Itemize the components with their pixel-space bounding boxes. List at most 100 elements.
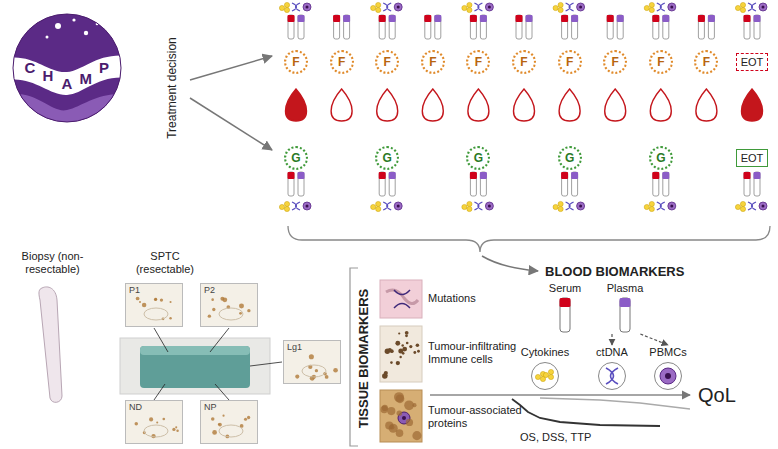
node-label: EOT	[741, 151, 764, 165]
gland-outline	[302, 365, 326, 377]
cell-nucleus	[579, 205, 582, 208]
stain-dot	[247, 416, 250, 419]
cytokine-icon	[558, 206, 563, 211]
tube-cap	[516, 15, 523, 22]
dna-icon	[566, 3, 574, 11]
stain-dot	[172, 428, 175, 431]
tube-body	[560, 298, 570, 332]
tissue-section: NP	[200, 400, 258, 444]
cytokine-icon	[371, 5, 376, 10]
cytokine-icon	[740, 201, 745, 206]
dna-icon	[474, 202, 482, 210]
pointer-arrow	[482, 256, 538, 271]
stain-dot	[295, 375, 299, 379]
tube-body	[754, 172, 760, 196]
immune-cell-dot	[406, 342, 409, 345]
text-label: C	[25, 59, 36, 76]
tube-cap	[560, 298, 571, 307]
tube-cap	[652, 15, 659, 22]
protein-stain	[412, 403, 416, 407]
cell-nucleus	[488, 6, 491, 9]
text-label: A	[62, 75, 73, 92]
stain-dot	[212, 430, 217, 435]
cytokine-icon	[462, 204, 467, 209]
tube-body	[344, 15, 350, 39]
stain-dot	[175, 426, 177, 428]
tube-cap	[389, 15, 396, 22]
dashed-arrow	[611, 334, 612, 345]
tube-cap	[333, 15, 340, 22]
folfirinox-cycle: F	[694, 50, 718, 74]
illustration-part	[0, 55, 140, 95]
tube-body	[480, 15, 486, 39]
tissue-section: P2	[200, 283, 258, 327]
stain-dot	[239, 312, 242, 315]
cytokine-icon	[558, 201, 563, 206]
blood-drop	[696, 89, 717, 121]
text-label: Treatment decision	[165, 37, 179, 139]
node-label: G	[565, 151, 574, 165]
cytokine-icon	[553, 204, 558, 209]
cell-icon	[303, 3, 311, 11]
immune-cell-dot	[382, 373, 387, 378]
tube-body	[379, 15, 385, 39]
gland-outline	[219, 425, 243, 437]
tube-body	[298, 172, 304, 196]
node-label: F	[657, 55, 664, 69]
stain-dot	[212, 308, 215, 311]
tube-body	[298, 15, 304, 39]
stain-dot	[154, 298, 157, 301]
gemcitabine-cycle: G	[466, 146, 490, 170]
node-label: G	[474, 151, 483, 165]
tube-cap	[708, 15, 715, 22]
cell-nucleus	[397, 205, 400, 208]
folfirinox-cycle: F	[284, 50, 308, 74]
blood-drop	[377, 89, 398, 121]
biomarker-icon	[653, 361, 683, 391]
cytokine-icon	[735, 5, 740, 10]
decision-arrow	[190, 56, 272, 80]
tube-body	[663, 172, 669, 196]
stain-dot	[218, 423, 220, 425]
tube-body	[572, 15, 578, 39]
immune-cell-dot	[405, 331, 409, 335]
immune-cell-dot	[416, 343, 420, 347]
cytokine-icon	[376, 206, 381, 211]
tube-body	[653, 15, 659, 39]
tube-cap	[698, 15, 705, 22]
tube-icon	[558, 297, 572, 333]
tube-cap	[620, 298, 631, 307]
folfirinox-cycle: F	[603, 50, 627, 74]
cytokine-icon	[649, 201, 654, 206]
cytokine-icon	[553, 5, 558, 10]
node-label: NP	[204, 402, 217, 413]
cytokine-icon	[279, 5, 284, 10]
tube-cap	[652, 172, 659, 179]
protein-stain	[385, 421, 393, 429]
cytokine-icon	[284, 201, 289, 206]
immune-cell-dot	[390, 361, 393, 364]
node-label: F	[292, 55, 299, 69]
cytokine-icon	[467, 7, 472, 12]
node-label: Cytokines	[521, 346, 569, 359]
tube-body	[389, 15, 395, 39]
tube-body	[480, 172, 486, 196]
stain-dot	[247, 309, 250, 312]
folfirinox-cycle: F	[649, 50, 673, 74]
dna-icon	[657, 3, 665, 11]
tube-body	[516, 15, 522, 39]
protein-image	[380, 390, 422, 442]
tissue-section: ND	[125, 400, 183, 444]
biomarker-circle: PBMCs	[649, 346, 686, 391]
tube-body	[288, 172, 294, 196]
biopsy-tissue	[39, 287, 62, 402]
cytokine-icon	[649, 7, 654, 12]
cell-icon	[759, 202, 767, 210]
illustration-part	[72, 18, 75, 21]
tube-body	[379, 172, 385, 196]
tube-body	[389, 172, 395, 196]
specimen-block	[140, 346, 250, 388]
tube-body	[334, 15, 340, 39]
cytokine-icon	[649, 206, 654, 211]
protein-stain	[397, 410, 403, 416]
